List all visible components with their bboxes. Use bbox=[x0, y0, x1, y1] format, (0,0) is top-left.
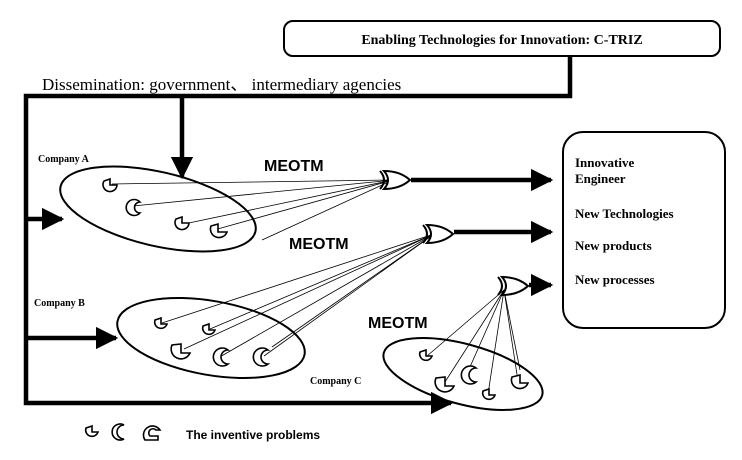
outcomes-box: Innovative Engineer New Technologies New… bbox=[562, 131, 726, 329]
pie-cut-icon bbox=[102, 177, 118, 193]
company-a-links bbox=[111, 179, 394, 241]
company-c-problems bbox=[418, 348, 530, 401]
company-b-label: Company B bbox=[34, 298, 85, 309]
crescent-icon bbox=[212, 347, 231, 367]
outcome-new-processes: New processes bbox=[575, 272, 655, 287]
pie-cut-icon bbox=[153, 316, 169, 330]
crescent-icon bbox=[125, 198, 142, 217]
company-b-problems bbox=[153, 316, 271, 367]
pie-cut-icon bbox=[481, 387, 497, 401]
pie-cut-icon bbox=[174, 215, 190, 231]
header-box: Enabling Technologies for Innovation: C-… bbox=[283, 20, 721, 57]
crescent-icon bbox=[111, 423, 125, 441]
gate-2 bbox=[422, 223, 455, 245]
company-b-links bbox=[161, 233, 435, 359]
legend-label: The inventive problems bbox=[186, 428, 320, 442]
feedback-line bbox=[23, 56, 573, 415]
pie-cut-icon bbox=[201, 322, 217, 336]
company-c-ellipse bbox=[382, 337, 544, 411]
outcome-engineer: Engineer bbox=[575, 171, 626, 186]
company-a-problems bbox=[102, 177, 229, 239]
outcome-new-products: New products bbox=[575, 238, 652, 253]
company-b-ellipse bbox=[116, 297, 306, 379]
pie-cut-icon bbox=[209, 222, 229, 239]
gate-1 bbox=[379, 169, 412, 191]
crescent-icon bbox=[252, 347, 271, 367]
outcome-new-technologies: New Technologies bbox=[575, 206, 674, 221]
company-c-label: Company C bbox=[310, 376, 361, 387]
dissemination-label: Dissemination: government、 intermediary … bbox=[42, 75, 401, 94]
meotm-label-3: MEOTM bbox=[368, 315, 428, 332]
company-a-ellipse bbox=[59, 165, 257, 253]
legend: The inventive problems bbox=[84, 423, 320, 442]
meotm-label-2: MEOTM bbox=[289, 236, 349, 253]
crescent-icon bbox=[460, 365, 479, 385]
gate-3 bbox=[497, 275, 530, 297]
outcome-innovative: Innovative bbox=[575, 155, 634, 170]
pie-cut-icon bbox=[170, 343, 192, 360]
pie-cut-icon bbox=[418, 348, 434, 362]
company-c-links bbox=[426, 289, 521, 395]
pie-cut-icon bbox=[434, 376, 456, 393]
company-a-label: Company A bbox=[38, 154, 90, 165]
meotm-label-1: MEOTM bbox=[264, 158, 324, 175]
hook-icon bbox=[142, 425, 162, 441]
pie-cut-icon bbox=[510, 373, 530, 390]
header-title: Enabling Technologies for Innovation: C-… bbox=[361, 33, 642, 48]
pie-cut-icon bbox=[84, 424, 100, 438]
